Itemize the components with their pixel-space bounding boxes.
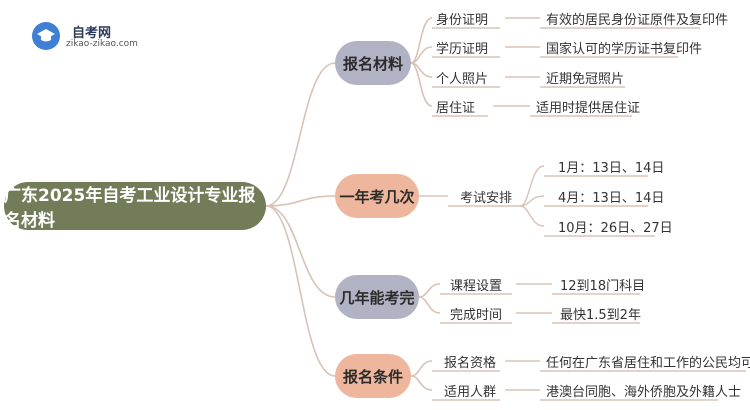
leaf-value: 港澳台同胞、海外侨胞及外籍人士 bbox=[546, 385, 742, 400]
connector-root-cat4 bbox=[265, 205, 336, 377]
leaf-value: 近期免冠照片 bbox=[546, 72, 625, 87]
leaf-label: 身份证明 bbox=[436, 13, 489, 28]
leaf-value: 国家认可的学历证书复印件 bbox=[546, 42, 703, 57]
leaf-value: 有效的居民身份证原件及复印件 bbox=[546, 13, 729, 28]
leaf-value: 12到18门科目 bbox=[560, 279, 646, 294]
category-node-conditions: 报名条件 bbox=[335, 354, 411, 398]
leaf-label: 考试安排 bbox=[460, 191, 513, 206]
leaf-label: 课程设置 bbox=[450, 279, 503, 294]
connector-root-cat2 bbox=[265, 195, 336, 207]
site-logo[interactable]: 自考网 zikao-zikao.com bbox=[32, 20, 144, 54]
leaf-value: 4月：13日、14日 bbox=[558, 191, 665, 206]
leaf-label: 完成时间 bbox=[450, 308, 503, 323]
leaf-value: 1月：13日、14日 bbox=[558, 161, 665, 176]
leaf-value: 适用时提供居住证 bbox=[536, 101, 641, 116]
leaf-value: 任何在广东省居住和工作的公民均可报名 bbox=[546, 356, 750, 371]
leaf-label: 居住证 bbox=[436, 101, 476, 116]
root-node: 广东2025年自考工业设计专业报名材料 bbox=[4, 182, 266, 231]
leaf-label: 学历证明 bbox=[436, 42, 489, 57]
leaf-label: 适用人群 bbox=[444, 385, 497, 400]
leaf-label: 报名资格 bbox=[444, 356, 497, 371]
leaf-label: 个人照片 bbox=[436, 72, 489, 87]
leaf-value: 10月：26日、27日 bbox=[558, 221, 673, 236]
connector-root-cat3 bbox=[265, 205, 336, 298]
connector-root-cat1 bbox=[265, 62, 336, 207]
logo-title: 自考网 bbox=[72, 26, 112, 41]
logo-url: zikao-zikao.com bbox=[66, 39, 138, 49]
category-node-materials: 报名材料 bbox=[335, 41, 411, 85]
category-node-duration: 几年能考完 bbox=[335, 275, 419, 319]
category-node-exam-frequency: 一年考几次 bbox=[335, 174, 419, 218]
leaf-value: 最快1.5到2年 bbox=[560, 308, 641, 323]
graduation-cap-icon bbox=[32, 22, 60, 50]
